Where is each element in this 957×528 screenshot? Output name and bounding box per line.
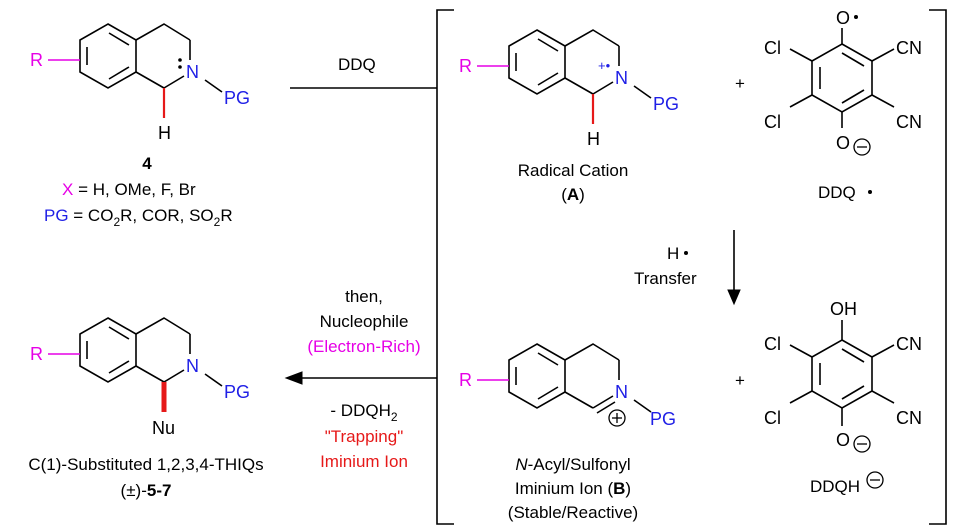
r-group-label: R bbox=[30, 344, 43, 364]
benzene-ring bbox=[79, 23, 137, 89]
oxygen-anion: O bbox=[836, 430, 850, 450]
chlorine-atom: Cl bbox=[764, 334, 781, 354]
negative-charge-icon bbox=[853, 435, 871, 453]
ddq-radical-label: DDQ bbox=[818, 183, 856, 202]
step2-trapping: "Trapping" bbox=[325, 427, 404, 446]
protecting-group-label: PG bbox=[224, 88, 250, 108]
negative-charge-icon bbox=[853, 138, 871, 156]
h-transfer-label: Transfer bbox=[634, 269, 697, 288]
ch2-ch2-bonds bbox=[135, 23, 191, 41]
oxygen-radical: O bbox=[836, 8, 850, 28]
hydrogen-atom: H bbox=[158, 123, 171, 143]
lone-pair-dot bbox=[178, 65, 182, 69]
radical-cation-structure: R N +• PG H bbox=[459, 29, 679, 149]
compound-number-4: 4 bbox=[142, 154, 152, 173]
h-transfer-h: H bbox=[667, 244, 679, 263]
x-definition: X = H, OMe, F, Br bbox=[62, 180, 196, 199]
plus-sign-top: + bbox=[735, 74, 745, 93]
chlorine-atom: Cl bbox=[764, 408, 781, 428]
nitrogen-atom: N bbox=[186, 356, 199, 376]
pg-definition: PG = CO2R, COR, SO2R bbox=[44, 206, 233, 229]
positive-charge-icon bbox=[608, 409, 626, 427]
step2-ddqh2: - DDQH2 bbox=[330, 401, 397, 424]
plus-sign-bottom: + bbox=[735, 371, 745, 390]
arrow-head-icon bbox=[284, 371, 303, 385]
cyano-group: CN bbox=[896, 408, 922, 428]
step2-then: then, bbox=[345, 287, 383, 306]
radical-dot bbox=[854, 15, 858, 19]
iminium-ion-structure: R N PG bbox=[459, 343, 676, 429]
product-number: (±)-5-7 bbox=[121, 481, 172, 500]
ddqh-label: DDQH bbox=[810, 477, 860, 496]
lone-pair-dot bbox=[178, 58, 182, 62]
cyano-group: CN bbox=[896, 38, 922, 58]
radical-cation-letter: (A) bbox=[561, 185, 585, 204]
iminium-label-line3: (Stable/Reactive) bbox=[508, 503, 638, 522]
negative-charge-icon bbox=[866, 471, 884, 489]
nitrogen-atom: N bbox=[615, 68, 628, 88]
chlorine-atom: Cl bbox=[764, 38, 781, 58]
hydroxyl-group: OH bbox=[830, 299, 857, 319]
r-group-label: R bbox=[459, 56, 472, 76]
r-group-label: R bbox=[459, 370, 472, 390]
step2-nucleophile: Nucleophile bbox=[320, 312, 409, 331]
iminium-label-line1: N-Acyl/Sulfonyl bbox=[515, 455, 630, 474]
arrow-head-icon bbox=[727, 289, 741, 306]
starting-material-4: R N PG H bbox=[30, 23, 250, 143]
protecting-group-label: PG bbox=[650, 409, 676, 429]
iminium-label-line2: Iminium Ion (B) bbox=[515, 479, 631, 498]
nucleophile-label: Nu bbox=[152, 418, 175, 438]
ddq-reagent-label: DDQ bbox=[338, 55, 376, 74]
radical-cation-label: Radical Cation bbox=[518, 161, 629, 180]
r-group-label: R bbox=[30, 50, 43, 70]
radical-dot bbox=[868, 190, 872, 194]
intermediate-bracket-left bbox=[436, 9, 454, 525]
step2-electron-rich: (Electron-Rich) bbox=[307, 337, 420, 356]
chlorine-atom: Cl bbox=[764, 112, 781, 132]
nitrogen-atom: N bbox=[615, 382, 628, 402]
radical-cation-charge: +• bbox=[598, 58, 611, 73]
oxygen-anion: O bbox=[836, 133, 850, 153]
hydrogen-atom: H bbox=[587, 129, 600, 149]
nitrogen-atom: N bbox=[186, 62, 199, 82]
protecting-group-label: PG bbox=[224, 382, 250, 402]
cyano-group: CN bbox=[896, 334, 922, 354]
intermediate-bracket-right bbox=[929, 9, 947, 525]
step2-iminium-ion: Iminium Ion bbox=[320, 452, 408, 471]
product-structure: R N PG Nu bbox=[30, 317, 250, 438]
product-label: C(1)-Substituted 1,2,3,4-THIQs bbox=[28, 455, 263, 474]
protecting-group-label: PG bbox=[653, 94, 679, 114]
ddqh-structure: OH Cl Cl CN CN O bbox=[764, 299, 922, 453]
cyano-group: CN bbox=[896, 112, 922, 132]
ddq-radical-structure: O Cl Cl CN CN O bbox=[764, 8, 922, 156]
radical-dot bbox=[684, 251, 688, 255]
